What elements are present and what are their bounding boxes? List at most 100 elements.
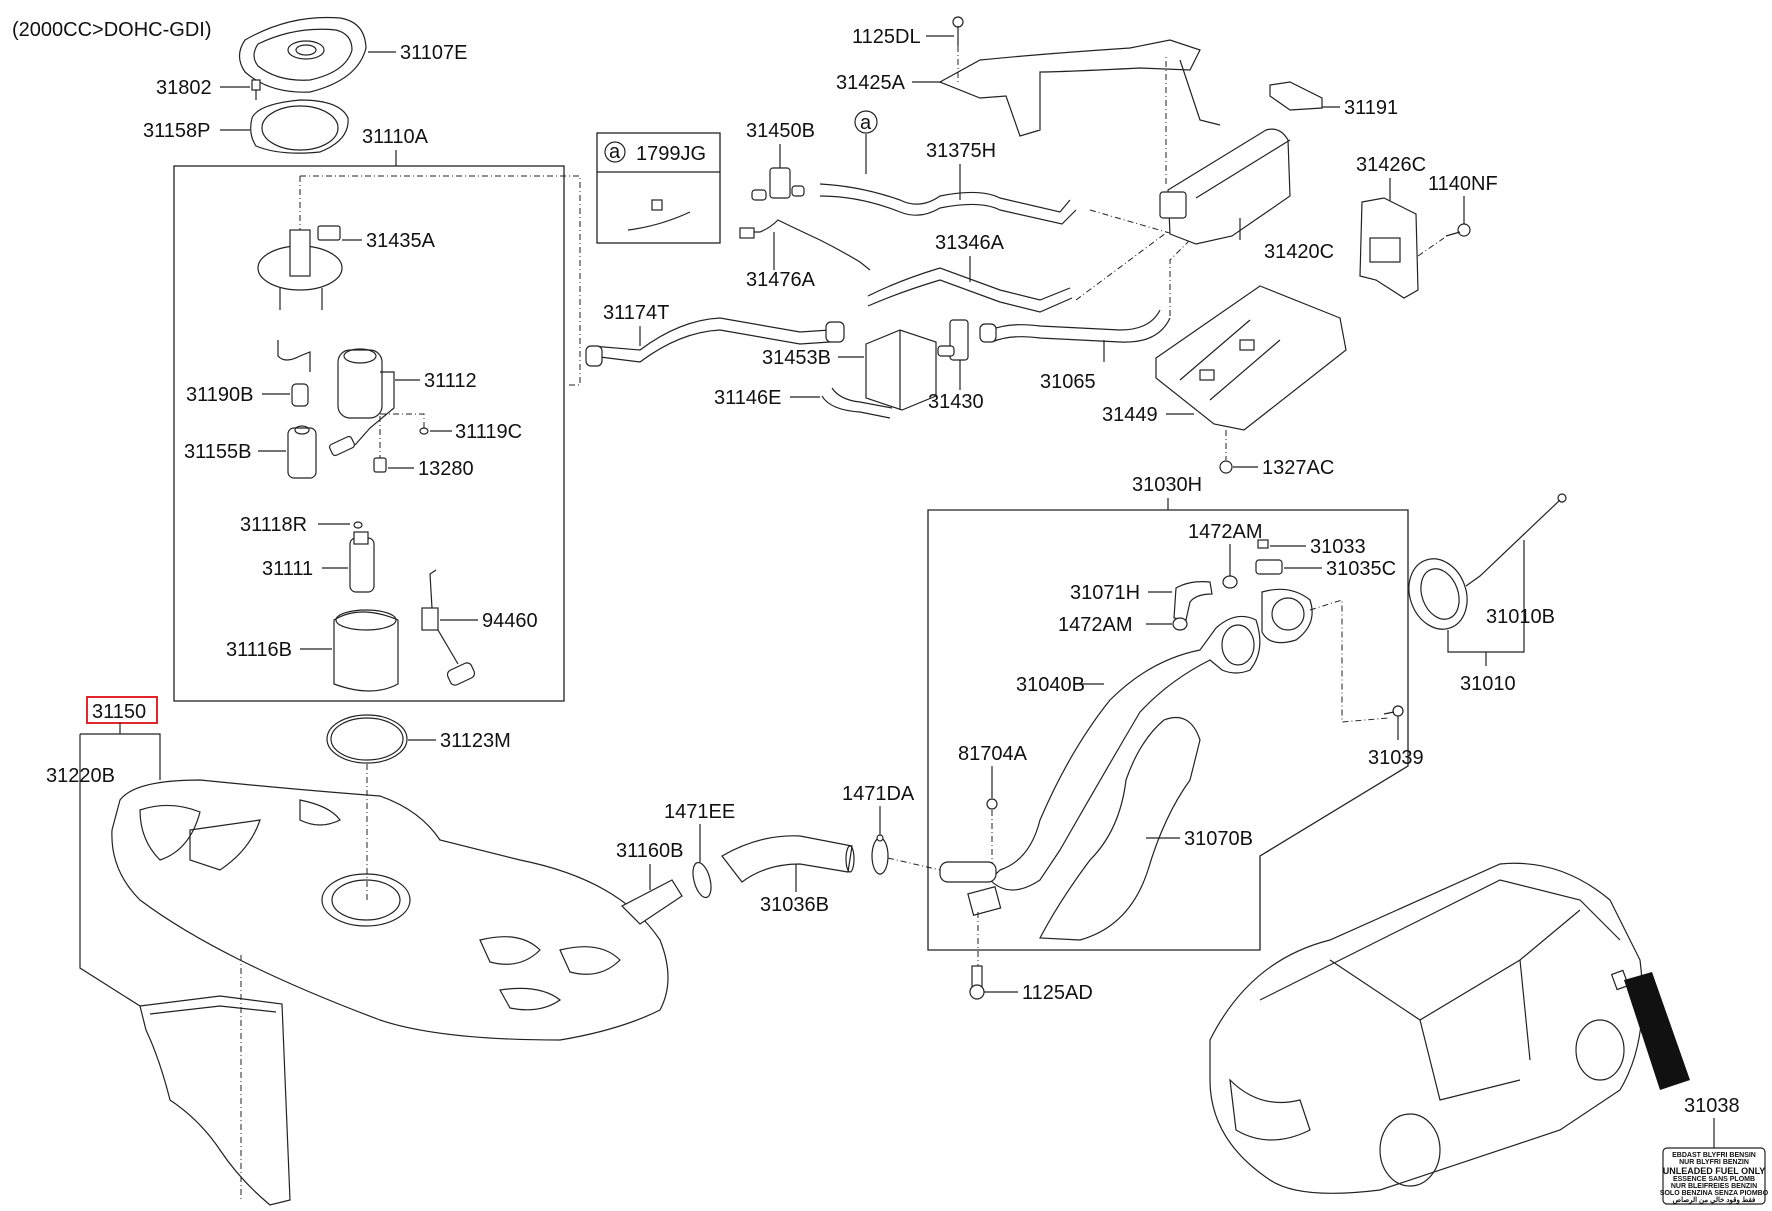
part-31010B-fuel-cap[interactable] <box>1399 493 1567 637</box>
part-31802-bolt[interactable] <box>251 79 261 100</box>
part-31070B-neck-protector[interactable] <box>1039 716 1201 941</box>
label-31375H[interactable]: 31375H <box>926 140 996 162</box>
part-1140NF-bolt[interactable] <box>1445 223 1471 237</box>
part-1125AD-bolt[interactable] <box>969 965 985 1000</box>
label-31116B[interactable]: 31116B <box>226 639 292 661</box>
part-31435A-connector[interactable] <box>317 225 341 241</box>
part-31036B-hose[interactable] <box>721 835 855 883</box>
label-31040B[interactable]: 31040B <box>1016 674 1085 696</box>
part-31112-filter[interactable] <box>328 348 395 457</box>
part-31476A-harness[interactable] <box>744 219 871 271</box>
label-94460[interactable]: 94460 <box>482 610 538 632</box>
label-1472AM-upper[interactable]: 1472AM <box>1188 521 1263 543</box>
label-1327AC[interactable]: 1327AC <box>1262 457 1334 479</box>
part-1472AM-clamp-upper[interactable] <box>1222 575 1238 589</box>
label-1471EE[interactable]: 1471EE <box>664 801 735 823</box>
part-31116B-reservoir[interactable] <box>333 609 399 692</box>
part-31191-pad[interactable] <box>1269 81 1323 111</box>
part-31150-fuel-tank[interactable] <box>111 779 669 1041</box>
label-31111[interactable]: 31111 <box>262 558 313 580</box>
callout-box-1799JG[interactable]: a 1799JG <box>596 132 721 244</box>
label-13280[interactable]: 13280 <box>418 458 474 480</box>
label-31191[interactable]: 31191 <box>1344 97 1398 119</box>
part-31453B-canister-filter[interactable] <box>865 329 937 411</box>
part-31065-hose[interactable] <box>989 309 1161 331</box>
label-31030H[interactable]: 31030H <box>1132 474 1202 496</box>
label-31435A[interactable]: 31435A <box>366 230 436 252</box>
label-31038[interactable]: 31038 <box>1684 1095 1740 1117</box>
part-94460-fuel-sender[interactable] <box>421 569 476 687</box>
part-31040B-filler-neck[interactable] <box>989 615 1261 891</box>
label-31420C[interactable]: 31420C <box>1264 241 1334 263</box>
label-31220B[interactable]: 31220B <box>46 765 115 787</box>
part-31123M-oring[interactable] <box>326 714 408 764</box>
label-31033[interactable]: 31033 <box>1310 536 1366 558</box>
part-31346A-hose[interactable] <box>867 267 1071 301</box>
label-31150[interactable]: 31150 <box>92 701 146 723</box>
label-31119C[interactable]: 31119C <box>455 421 522 443</box>
label-31039[interactable]: 31039 <box>1368 747 1424 769</box>
part-1471DA-clamp[interactable] <box>871 834 889 875</box>
part-31038-fuel-label[interactable]: EBDAST BLYFRI BENSIN NUR BLYFRI BENZIN U… <box>1660 1147 1769 1205</box>
part-31375H-hose[interactable] <box>819 183 1071 213</box>
part-31033-clip[interactable] <box>1257 539 1269 549</box>
part-1125DL-bolt[interactable] <box>952 16 964 46</box>
label-1140NF[interactable]: 1140NF <box>1428 173 1498 195</box>
part-31111-fuel-pump[interactable] <box>349 531 375 593</box>
part-31035C-valve[interactable] <box>1255 559 1283 575</box>
label-31802[interactable]: 31802 <box>156 77 212 99</box>
part-31155B-filter[interactable] <box>287 425 317 479</box>
label-31118R[interactable]: 31118R <box>240 514 307 536</box>
label-31123M[interactable]: 31123M <box>440 730 511 752</box>
part-31107E-cover[interactable] <box>238 16 367 93</box>
part-31174T-hose[interactable] <box>591 317 831 351</box>
label-31070B[interactable]: 31070B <box>1184 828 1253 850</box>
part-31420C-canister[interactable] <box>1159 128 1291 245</box>
label-31158P[interactable]: 31158P <box>143 120 210 142</box>
label-31190B[interactable]: 31190B <box>186 384 253 406</box>
label-1125AD[interactable]: 1125AD <box>1022 982 1093 1004</box>
label-31174T[interactable]: 31174T <box>603 302 669 324</box>
label-1471DA[interactable]: 1471DA <box>842 783 915 805</box>
part-13280-sensor[interactable] <box>373 457 387 473</box>
label-31035C[interactable]: 31035C <box>1326 558 1396 580</box>
part-31160B-pipe[interactable] <box>620 879 683 925</box>
label-31146E[interactable]: 31146E <box>714 387 781 409</box>
label-1799JG[interactable]: 1799JG <box>636 143 706 165</box>
part-1327AC-nut[interactable] <box>1219 460 1233 474</box>
part-31449-canister-tray[interactable] <box>1155 285 1347 431</box>
label-31476A[interactable]: 31476A <box>746 269 816 291</box>
label-31346A[interactable]: 31346A <box>935 232 1005 254</box>
label-31449[interactable]: 31449 <box>1102 404 1158 426</box>
part-1472AM-clamp-lower[interactable] <box>1172 617 1188 631</box>
label-31110A[interactable]: 31110A <box>362 126 429 148</box>
label-31112[interactable]: 31112 <box>424 370 477 392</box>
part-1471EE-clamp[interactable] <box>690 861 715 900</box>
label-31430[interactable]: 31430 <box>928 391 984 413</box>
part-31430-valve[interactable] <box>937 319 969 361</box>
label-31453B[interactable]: 31453B <box>762 347 831 369</box>
part-81704A-clip[interactable] <box>986 798 998 810</box>
part-31426C-bracket[interactable] <box>1359 197 1419 299</box>
label-31425A[interactable]: 31425A <box>836 72 906 94</box>
label-31160B[interactable]: 31160B <box>616 840 683 862</box>
part-31146E-hose[interactable] <box>821 395 891 419</box>
part-31119C-oring[interactable] <box>419 427 429 435</box>
label-31450B[interactable]: 31450B <box>746 120 815 142</box>
label-31010B[interactable]: 31010B <box>1486 606 1555 628</box>
label-31107E[interactable]: 31107E <box>400 42 467 64</box>
part-31039-screw[interactable] <box>1383 705 1404 717</box>
label-31155B[interactable]: 31155B <box>184 441 251 463</box>
part-31118R-ring[interactable] <box>353 521 363 529</box>
part-31450B-valve[interactable] <box>751 167 805 201</box>
label-31010[interactable]: 31010 <box>1460 673 1516 695</box>
part-31158P-gasket[interactable] <box>250 99 349 154</box>
part-31425A-bracket[interactable] <box>938 39 1221 137</box>
label-31426C[interactable]: 31426C <box>1356 154 1426 176</box>
part-31190B-regulator[interactable] <box>291 383 309 407</box>
part-31071H-hose[interactable] <box>1173 581 1213 621</box>
label-81704A[interactable]: 81704A <box>958 743 1028 765</box>
label-31065[interactable]: 31065 <box>1040 371 1096 393</box>
label-1472AM-lower[interactable]: 1472AM <box>1058 614 1133 636</box>
label-1125DL[interactable]: 1125DL <box>852 26 921 48</box>
